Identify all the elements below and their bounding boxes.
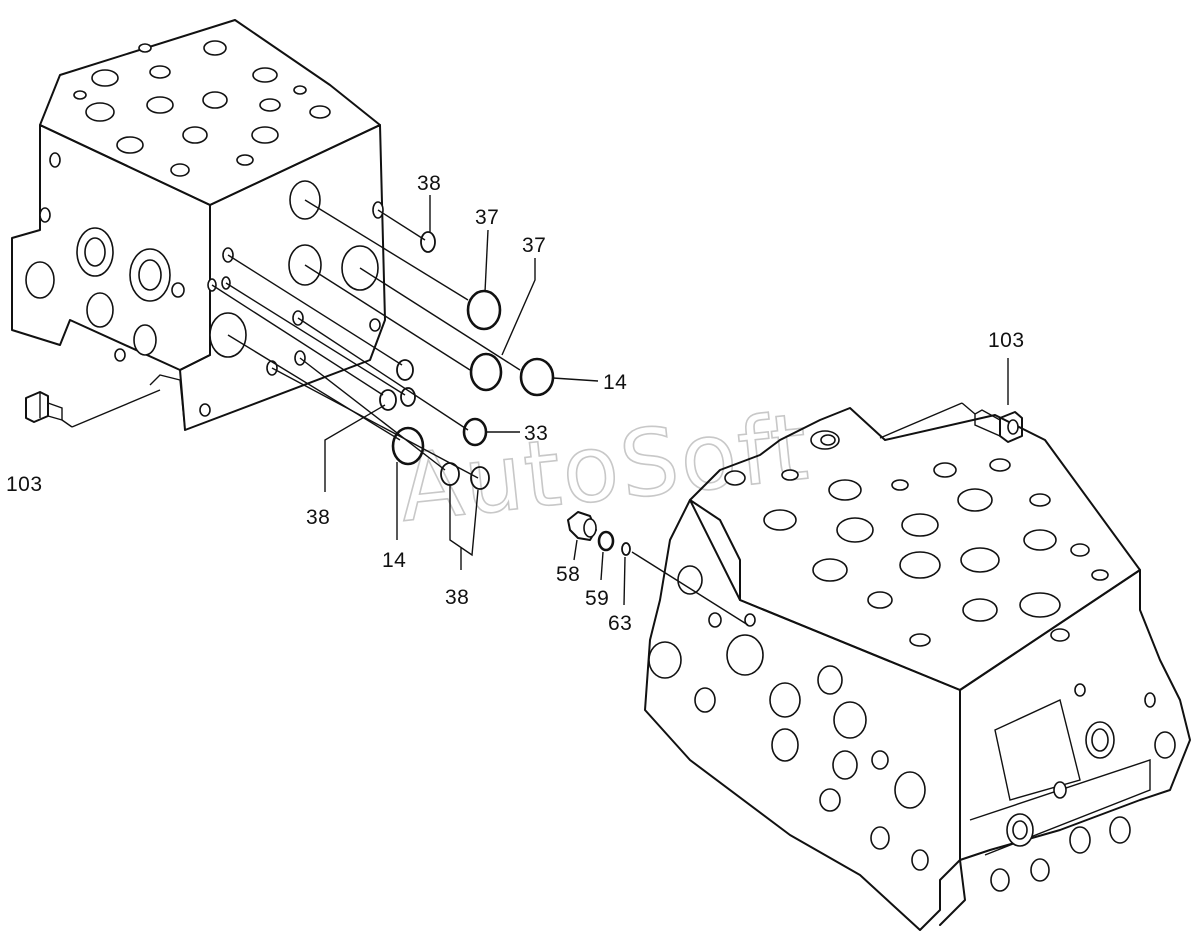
label-103-right: 103: [988, 329, 1025, 352]
left-block-foot: [149, 374, 186, 431]
o-ring-small-2: [400, 387, 416, 407]
o-ring-14-bottom: [391, 426, 425, 466]
right-block-recess: [994, 699, 1081, 801]
o-ring-37-a: [466, 289, 502, 331]
label-33: 33: [524, 422, 548, 445]
o-ring-38-mid: [379, 389, 397, 411]
label-63: 63: [608, 612, 632, 635]
right-block-front-holes: [648, 565, 929, 871]
plug-assembly-58-59-63: [567, 511, 749, 626]
left-valve-block: [11, 19, 386, 431]
o-ring-small-1: [396, 359, 414, 381]
left-leader-lines: [211, 199, 521, 479]
label-58: 58: [556, 563, 580, 586]
label-leaders: [324, 195, 599, 570]
right-block-side-holes: [990, 683, 1176, 892]
left-seal-group: [379, 231, 555, 490]
left-block-side-ports: [25, 152, 185, 362]
left-block-top-holes: [73, 40, 331, 177]
label-37-a: 37: [475, 206, 499, 229]
right-block-right-face: [959, 569, 1191, 861]
label-14-right: 14: [603, 371, 627, 394]
label-103-left: 103: [6, 473, 43, 496]
left-block-right-face: [179, 124, 386, 431]
part-number-labels: 38 37 37 14 33 103 38 14 38 103 58 59 63: [6, 172, 1025, 635]
label-59: 59: [585, 587, 609, 610]
left-block-face-ports: [199, 180, 384, 417]
right-block-top-holes: [724, 430, 1109, 647]
o-ring-38-top: [420, 231, 436, 253]
label-38-bottom: 38: [445, 586, 469, 609]
o-ring-38-bottom-b: [470, 466, 490, 490]
right-valve-block: [644, 407, 1191, 931]
label-37-b: 37: [522, 234, 546, 257]
bolt-103-right: [879, 358, 1023, 443]
label-38-top: 38: [417, 172, 441, 195]
o-ring-37-b: [469, 352, 503, 392]
washer-59: [597, 530, 615, 552]
right-block-bottom-edge: [939, 859, 966, 926]
label-38-mid: 38: [306, 506, 330, 529]
label-14-bottom: 14: [382, 549, 406, 572]
bolt-103-left: [25, 389, 161, 428]
o-ring-14-right: [519, 357, 555, 397]
o-ring-63: [621, 542, 631, 556]
